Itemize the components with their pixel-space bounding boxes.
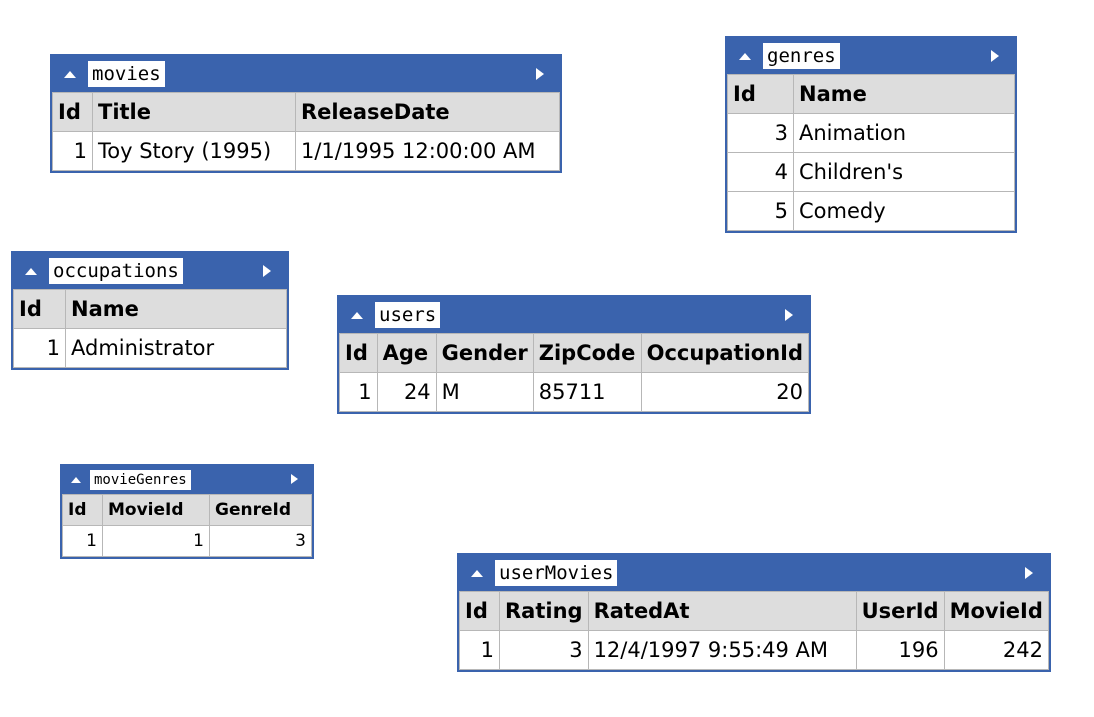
collapse-up-icon[interactable] (351, 312, 363, 319)
table-name: genres (763, 43, 840, 69)
table-cell: Comedy (793, 191, 1015, 231)
column-header-row: Id MovieId GenreId (62, 494, 312, 526)
user-movies-table: userMovies Id Rating RatedAt UserId Movi… (457, 553, 1051, 672)
collapse-up-icon[interactable] (64, 71, 76, 78)
table-cell: 85711 (532, 372, 642, 412)
column-header: OccupationId (640, 333, 810, 373)
collapse-up-icon[interactable] (71, 477, 81, 483)
table-cell: 20 (640, 372, 810, 412)
table-cell: Administrator (65, 328, 287, 368)
table-cell: 1 (52, 131, 93, 171)
genres-table: genres Id Name 3 Animation 4 Children's … (725, 36, 1017, 233)
table-name: movies (88, 61, 165, 87)
column-header: MovieId (102, 494, 210, 526)
expand-right-icon[interactable] (263, 265, 271, 277)
table-cell: 1 (102, 525, 210, 557)
column-header: Gender (435, 333, 534, 373)
column-header: MovieId (943, 591, 1050, 631)
users-table: users Id Age Gender ZipCode OccupationId… (337, 295, 811, 414)
column-header: Id (459, 591, 500, 631)
column-header: Name (65, 289, 287, 329)
expand-right-icon[interactable] (991, 50, 999, 62)
expand-right-icon[interactable] (785, 309, 793, 321)
column-header: Age (376, 333, 437, 373)
table-header: movies (52, 56, 560, 92)
table-cell: 12/4/1997 9:55:49 AM (587, 630, 857, 670)
table-cell: 3 (209, 525, 312, 557)
table-cell: M (435, 372, 534, 412)
table-header: movieGenres (62, 466, 312, 494)
column-header-row: Id Age Gender ZipCode OccupationId (339, 333, 810, 373)
table-grid: Id Title ReleaseDate 1 Toy Story (1995) … (52, 92, 560, 171)
table-row: 1 Administrator (13, 328, 287, 368)
table-row: 4 Children's (727, 152, 1015, 192)
table-cell: 4 (727, 152, 794, 192)
column-header-row: Id Rating RatedAt UserId MovieId (459, 591, 1050, 631)
occupations-table: occupations Id Name 1 Administrator (11, 251, 289, 370)
column-header: ReleaseDate (295, 92, 560, 132)
table-row: 1 1 3 (62, 525, 312, 557)
column-header: ZipCode (532, 333, 642, 373)
column-header: GenreId (209, 494, 312, 526)
column-header: Id (52, 92, 93, 132)
table-header: userMovies (459, 555, 1049, 591)
table-cell: 1/1/1995 12:00:00 AM (295, 131, 560, 171)
table-cell: 1 (13, 328, 66, 368)
table-cell: Animation (793, 113, 1015, 153)
table-cell: Children's (793, 152, 1015, 192)
table-cell: 5 (727, 191, 794, 231)
table-cell: 1 (339, 372, 378, 412)
column-header: Rating (499, 591, 589, 631)
table-cell: 196 (855, 630, 945, 670)
column-header: Id (13, 289, 66, 329)
table-grid: Id MovieId GenreId 1 1 3 (62, 494, 312, 557)
expand-right-icon[interactable] (1025, 567, 1033, 579)
column-header: Id (339, 333, 378, 373)
table-name: movieGenres (90, 470, 191, 490)
table-grid: Id Rating RatedAt UserId MovieId 1 3 12/… (459, 591, 1050, 670)
column-header-row: Id Title ReleaseDate (52, 92, 560, 132)
table-header: genres (727, 38, 1015, 74)
table-cell: 1 (459, 630, 500, 670)
table-header: users (339, 297, 809, 333)
expand-right-icon[interactable] (291, 474, 298, 484)
table-cell: 1 (62, 525, 103, 557)
column-header: Title (92, 92, 296, 132)
expand-right-icon[interactable] (536, 68, 544, 80)
table-cell: 242 (943, 630, 1050, 670)
table-cell: 3 (727, 113, 794, 153)
table-row: 5 Comedy (727, 191, 1015, 231)
table-name: occupations (49, 258, 183, 284)
column-header-row: Id Name (727, 74, 1015, 114)
column-header: Id (727, 74, 794, 114)
column-header: Name (793, 74, 1015, 114)
table-row: 1 3 12/4/1997 9:55:49 AM 196 242 (459, 630, 1050, 670)
table-row: 1 24 M 85711 20 (339, 372, 810, 412)
table-name: userMovies (495, 560, 618, 586)
collapse-up-icon[interactable] (471, 570, 483, 577)
column-header: Id (62, 494, 103, 526)
table-row: 3 Animation (727, 113, 1015, 153)
table-name: users (375, 302, 441, 328)
table-cell: 24 (376, 372, 437, 412)
table-header: occupations (13, 253, 287, 289)
column-header: UserId (855, 591, 945, 631)
collapse-up-icon[interactable] (25, 268, 37, 275)
collapse-up-icon[interactable] (739, 53, 751, 60)
table-grid: Id Name 1 Administrator (13, 289, 287, 368)
column-header: RatedAt (587, 591, 857, 631)
movies-table: movies Id Title ReleaseDate 1 Toy Story … (50, 54, 562, 173)
table-cell: 3 (499, 630, 589, 670)
table-grid: Id Age Gender ZipCode OccupationId 1 24 … (339, 333, 810, 412)
table-row: 1 Toy Story (1995) 1/1/1995 12:00:00 AM (52, 131, 560, 171)
movie-genres-table: movieGenres Id MovieId GenreId 1 1 3 (60, 464, 314, 559)
table-cell: Toy Story (1995) (92, 131, 296, 171)
table-grid: Id Name 3 Animation 4 Children's 5 Comed… (727, 74, 1015, 231)
column-header-row: Id Name (13, 289, 287, 329)
